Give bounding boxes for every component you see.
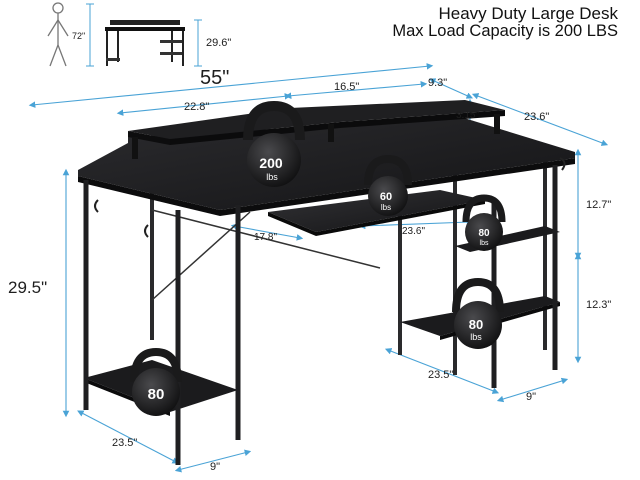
weight-unit-80-lower: lbs: [470, 332, 482, 342]
total-width-label: 55": [200, 67, 229, 89]
right-base-depth-dimension-line: [496, 377, 569, 403]
left-base-width-dimension-line: [77, 410, 179, 464]
monitor-shelf-edge: [170, 110, 505, 145]
headphone-hooks: [94, 157, 566, 238]
person-height-label: 72": [72, 31, 85, 41]
person-height-dimension: [86, 3, 94, 67]
left-base-depth-dimension-line: [174, 449, 252, 473]
right-base-width-label: 23.5": [428, 369, 453, 381]
weight-unit-200: lbs: [266, 172, 278, 182]
weight-label-80-lower: 80: [469, 317, 483, 332]
tray-width-dimension-line: [358, 218, 474, 230]
kettlebell-80-left: [130, 347, 182, 416]
tray-depth-label: 17.8": [254, 232, 277, 243]
right-base-depth-label: 9": [526, 391, 536, 403]
kettlebell-200: [243, 100, 305, 187]
shelf-post-mid: [328, 124, 334, 142]
tray-width-label: 23.6": [402, 226, 425, 237]
left-top-dimension-line: [116, 93, 292, 116]
right-depth-label: 9.3": [428, 77, 447, 89]
keyboard-tray-edge: [268, 212, 316, 236]
monitor-shelf-edge-left: [128, 131, 170, 145]
mini-desk-height-label: 29.6": [206, 37, 231, 49]
right-span-label: 23.6": [524, 111, 549, 123]
kettlebell-80-upper: [462, 194, 506, 251]
left-top-width-label: 22.8": [184, 101, 209, 113]
shelf-post-left: [132, 137, 138, 159]
kettlebell-80-lower: [452, 277, 504, 349]
left-base-width-label: 23.5": [112, 437, 137, 449]
headline-subtitle: Max Load Capacity is 200 LBS: [392, 22, 618, 40]
weight-unit-80-upper: lbs: [480, 240, 489, 247]
tray-depth-dimension-line: [230, 223, 304, 241]
weight-unit-60: lbs: [381, 203, 391, 212]
headline-title: Heavy Duty Large Desk: [438, 4, 618, 23]
x-brace: [151, 209, 381, 301]
shelf-height-label: 3.15": [456, 110, 479, 121]
upper-shelf-height-label: 12.7": [586, 199, 611, 211]
shelf-post-right: [494, 114, 500, 134]
kettlebell-60: [364, 154, 412, 216]
weight-label-60: 60: [380, 191, 392, 203]
mini-desk-icon: [105, 20, 185, 66]
desk-height-dimension-mini: [194, 19, 202, 67]
weight-label-80-left: 80: [148, 386, 165, 403]
right-depth-dimension-line: [428, 78, 474, 99]
left-base-depth-label: 9": [210, 461, 220, 473]
desk-height-label: 29.5": [8, 278, 47, 297]
weight-label-200: 200: [259, 155, 283, 171]
monitor-shelf: [128, 100, 505, 139]
right-span-dimension-line: [471, 93, 609, 146]
keyboard-tray-front: [316, 200, 485, 236]
person-icon: [47, 2, 69, 67]
width-dimension-line: [28, 63, 434, 108]
shelf-width-label: 16.5": [334, 81, 359, 93]
weight-label-80-upper: 80: [478, 228, 490, 239]
shelf-width-dimension-line: [284, 81, 428, 99]
lower-shelf-height-label: 12.3": [586, 299, 611, 311]
right-base-width-dimension-line: [384, 348, 500, 394]
front-legs: [83, 165, 558, 465]
